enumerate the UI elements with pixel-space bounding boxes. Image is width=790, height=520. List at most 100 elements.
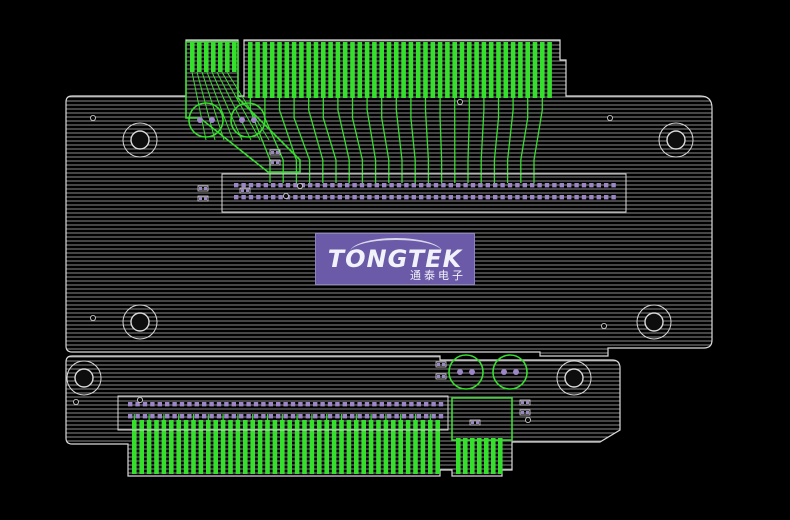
slot-pin-pad [271, 195, 276, 200]
gold-finger-bottom [228, 420, 233, 474]
slot-pin-pad [507, 195, 513, 200]
via [90, 115, 97, 122]
slot-pin-pad [283, 402, 288, 407]
smd-part [469, 419, 481, 426]
gold-finger-bottom [176, 420, 181, 474]
gold-finger-bottom [191, 420, 196, 474]
slot-pin-pad [263, 195, 268, 200]
gold-finger-top [291, 42, 297, 98]
slot-pin-pad [485, 195, 490, 200]
gold-finger-bottom [376, 420, 381, 474]
slot-pin-pad [611, 195, 616, 200]
slot-pin-pad [433, 183, 439, 188]
slot-pin-pad [216, 414, 222, 419]
slot-pin-pad [320, 414, 325, 419]
gold-finger-power-bottom [463, 438, 468, 474]
slot-pin-pad [337, 183, 342, 188]
slot-pin-pad [424, 402, 429, 407]
slot-pin-pad [372, 414, 377, 419]
slot-pin-pad [574, 195, 579, 200]
slot-pin-pad [404, 183, 409, 188]
slot-pin-pad [426, 183, 431, 188]
slot-pin-pad [456, 183, 461, 188]
gold-finger-top [255, 42, 260, 98]
slot-pin-pad [276, 402, 281, 407]
power-trace [211, 71, 243, 141]
slot-pin-pad [187, 402, 192, 407]
slot-pin-pad [342, 402, 347, 407]
smd-part [197, 185, 209, 192]
smd-pad [476, 421, 479, 424]
gold-finger-bottom [346, 420, 352, 474]
slot-pin-pad [419, 183, 424, 188]
slot-pin-pad [456, 195, 461, 200]
slot-pin-pad [298, 402, 303, 407]
capacitor-outline [230, 102, 266, 138]
slot-pin-pad [604, 195, 609, 200]
via [607, 115, 614, 122]
gold-finger-top [408, 42, 414, 98]
slot-pin-pad [330, 195, 335, 200]
slot-pin-pad [411, 183, 416, 188]
trace-line [439, 98, 443, 183]
gold-finger-bottom [154, 420, 159, 474]
gold-finger-power-bottom [491, 438, 496, 474]
slot-pin-pad [322, 183, 328, 188]
slot-pin-pad [234, 195, 239, 200]
slot-pin-pad [179, 414, 185, 419]
slot-pin-pad [589, 195, 594, 200]
slot-pin-pad [246, 414, 251, 419]
via [282, 192, 289, 199]
slot-pin-pad [315, 183, 320, 188]
smd-pad [199, 187, 202, 190]
slot-pin-pad [202, 402, 207, 407]
slot-pin-pad [224, 414, 229, 419]
gold-finger-top [299, 42, 304, 98]
slot-pin-pad [394, 402, 399, 407]
gold-finger-bottom [161, 420, 167, 474]
slot-pin-pad [241, 195, 246, 200]
gold-finger-bottom [309, 420, 315, 474]
smd-pad [276, 151, 279, 154]
slot-pin-pad [382, 195, 387, 200]
gold-finger-bottom [368, 420, 374, 474]
smd-part [435, 373, 447, 380]
smd-pad [471, 421, 474, 424]
trace-line [366, 98, 377, 183]
slot-pin-pad [567, 195, 572, 200]
gold-finger-top [496, 42, 501, 98]
gold-finger-bottom [250, 420, 255, 474]
slot-pin-pad [357, 402, 362, 407]
smd-pad [204, 187, 207, 190]
smd-pad [241, 189, 244, 192]
slot-pin-pad [268, 402, 273, 407]
gold-finger-top [437, 42, 443, 98]
slot-pin-pad [544, 195, 550, 200]
power-trace [196, 71, 216, 141]
slot-pin-pad [596, 183, 601, 188]
smd-pad [442, 375, 445, 378]
slot-pin-pad [367, 183, 372, 188]
slot-pin-pad [522, 195, 527, 200]
capacitor-pad [239, 117, 245, 123]
gold-finger-bottom [198, 420, 204, 474]
smd-pad [271, 151, 274, 154]
gold-finger-bottom [220, 420, 226, 474]
slot-pin-pad [387, 402, 392, 407]
slot-pin-pad [431, 414, 436, 419]
slot-pin-pad [293, 195, 298, 200]
lower-slot-outline [117, 395, 449, 431]
mounting-hole-keepout [122, 122, 158, 158]
slot-pin-pad [305, 414, 310, 419]
slot-pin-pad [530, 183, 535, 188]
slot-pin-pad [409, 402, 414, 407]
mounting-hole-keepout [556, 360, 592, 396]
capacitor-outline [492, 354, 528, 390]
gold-finger-bottom [398, 420, 403, 474]
slot-pin-pad [157, 414, 162, 419]
slot-pin-pad [409, 414, 414, 419]
slot-pin-pad [401, 402, 407, 407]
gold-finger-top [277, 42, 282, 98]
slot-pin-pad [500, 183, 505, 188]
